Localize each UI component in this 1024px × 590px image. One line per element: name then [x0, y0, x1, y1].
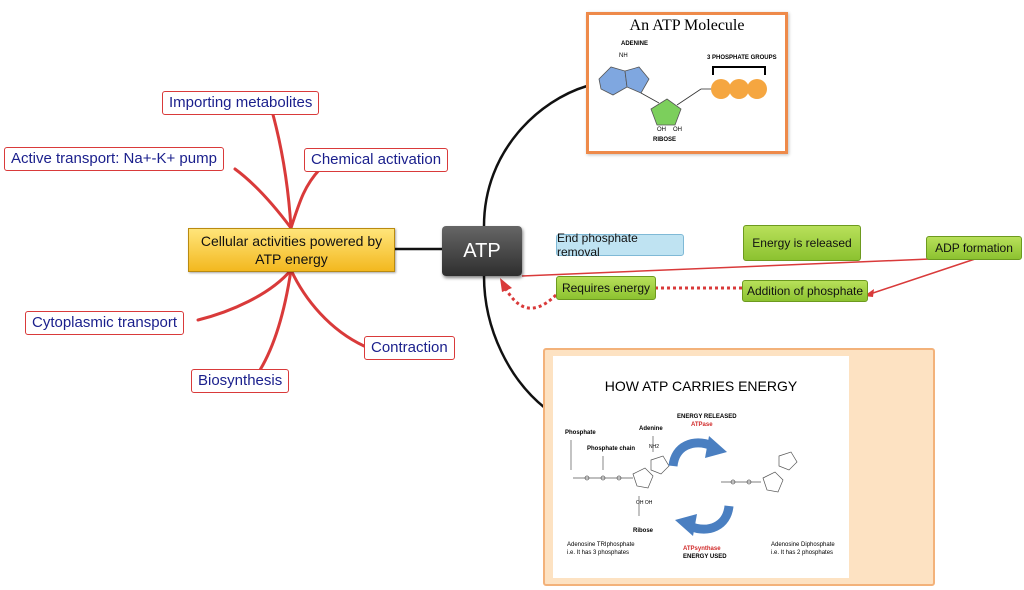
topic-chemical-activation[interactable]: Chemical activation	[304, 148, 449, 172]
topic-biosynthesis[interactable]: Biosynthesis	[191, 369, 290, 393]
branch-biosynthesis	[258, 268, 293, 372]
oh-label-1: OH	[657, 127, 666, 133]
energy-used-label: ENERGY USED	[683, 554, 727, 560]
central-topic-line2: ATP energy	[255, 251, 328, 267]
adp-caption-2: i.e. It has 2 phosphates	[771, 550, 834, 556]
atp-molecule-title: An ATP Molecule	[629, 17, 745, 34]
phosphate-groups-label: 3 PHOSPHATE GROUPS	[707, 55, 777, 61]
energy-released-label: ENERGY RELEASED	[677, 414, 737, 420]
oh-label-3: OH OH	[636, 500, 653, 506]
adenine-label-2: Adenine	[639, 426, 663, 432]
adp-formation-node[interactable]: ADP formation	[926, 236, 1022, 260]
atp-molecule-panel: An ATP Molecule ADENINE 3 PHOSPHATE GROU…	[586, 12, 788, 154]
topic-active-transport[interactable]: Active transport: Na+-K+ pump	[4, 147, 224, 171]
atp-adp-cycle-illustration	[570, 436, 798, 536]
central-topic-line1: Cellular activities powered by	[200, 233, 383, 249]
topic-importing-metabolites[interactable]: Importing metabolites	[162, 91, 320, 115]
phosphate-label: Phosphate	[565, 430, 596, 436]
connector-to-atp-molecule	[482, 84, 588, 227]
oh-label-2: OH	[673, 127, 682, 133]
atp-caption-1: Adenosine TRIphosphate	[567, 542, 635, 548]
ribose-label-2: Ribose	[633, 528, 654, 534]
how-atp-title: HOW ATP CARRIES ENERGY	[604, 378, 798, 394]
requires-energy-node[interactable]: Requires energy	[556, 276, 656, 300]
connector-to-how-atp	[482, 275, 546, 409]
branch-importing-metabolites	[270, 109, 293, 230]
nh2-label-2: NH2	[649, 444, 660, 450]
central-topic[interactable]: Cellular activities powered by ATP energ…	[188, 228, 395, 272]
topic-contraction[interactable]: Contraction	[364, 336, 455, 360]
addition-of-phosphate-node[interactable]: Addition of phosphate	[742, 280, 868, 302]
adenine-label: ADENINE	[621, 41, 649, 47]
atp-node[interactable]: ATP	[442, 226, 522, 276]
ribose-label: RIBOSE	[653, 137, 677, 143]
branch-contraction	[289, 268, 366, 348]
atp-molecule-illustration	[598, 66, 767, 126]
nh2-label: NH	[619, 53, 628, 59]
how-atp-carries-energy-panel: HOW ATP CARRIES ENERGY Phosphate Phospha…	[543, 348, 935, 586]
energy-released-node[interactable]: Energy is released	[743, 225, 861, 261]
topic-cytoplasmic-transport[interactable]: Cytoplasmic transport	[25, 311, 185, 335]
end-phosphate-removal-node[interactable]: End phosphate removal	[556, 231, 684, 259]
atpase-label: ATPase	[691, 422, 713, 428]
branch-active-transport	[233, 167, 293, 230]
branch-chemical-activation	[289, 167, 322, 230]
phosphate-chain-label: Phosphate chain	[587, 446, 636, 452]
adp-caption-1: Adenosine Diphosphate	[771, 542, 835, 548]
atpsynthase-label: ATPsynthase	[683, 546, 721, 552]
branch-cytoplasmic-transport	[196, 268, 293, 322]
atp-caption-2: i.e. It has 3 phosphates	[567, 550, 630, 556]
